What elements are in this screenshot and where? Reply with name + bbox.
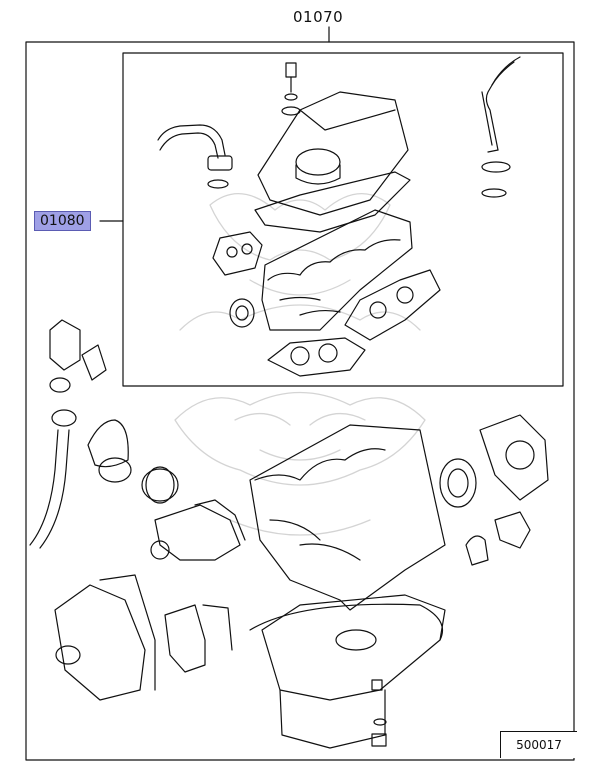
watermark-emblem: [174, 192, 426, 536]
engine-block-group: [29, 319, 549, 749]
cylinder-head-group: [157, 56, 521, 377]
diagram-id: 500017: [500, 731, 577, 758]
subassembly-part-number-link[interactable]: 01080: [34, 211, 91, 231]
outer-frame: [25, 26, 575, 761]
subassembly-frame: [122, 52, 564, 387]
assembly-part-number: 01070: [293, 8, 344, 26]
